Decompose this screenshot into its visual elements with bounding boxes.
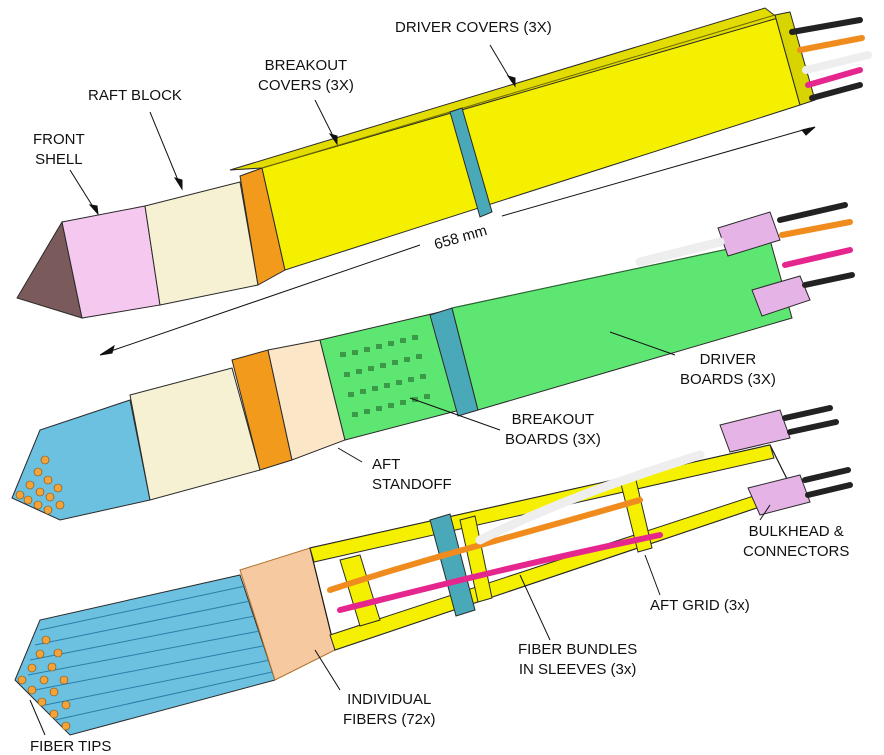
bottom-cables	[782, 405, 853, 498]
leader-raft-block	[149, 111, 181, 186]
label-aft-grid: AFT GRID (3x)	[650, 597, 750, 614]
driver-board-edge	[451, 239, 771, 309]
leader-aft-grid	[644, 554, 661, 596]
leader-breakout-boards	[409, 397, 501, 431]
middle-assembly	[11, 202, 855, 521]
label-fiber-bundles: FIBER BUNDLES IN SLEEVES (3x)	[518, 641, 638, 678]
cover-ridge	[261, 14, 776, 169]
frame-rib-1	[339, 554, 381, 627]
bulkhead-connector-middle-lower	[751, 275, 811, 317]
fiber-sleeves	[327, 450, 705, 613]
fiber-bundle-middle	[11, 399, 151, 521]
middle-cables	[635, 202, 855, 288]
leader-driver-boards	[609, 331, 676, 356]
fiber-lines	[27, 584, 273, 721]
label-bulkhead-connectors: BULKHEAD & CONNECTORS	[743, 523, 850, 560]
leader-front-shell	[69, 169, 96, 211]
bulkhead-connector-middle-upper	[717, 211, 781, 257]
fiber-bundle-bottom	[14, 574, 276, 736]
leader-fiber-bundles	[519, 574, 551, 641]
raft-block	[144, 181, 259, 306]
bottom-assembly	[14, 405, 853, 736]
fiber-tips-middle	[15, 455, 65, 515]
leader-individual-fibers	[314, 649, 341, 691]
label-aft-standoff: AFT STANDOFF	[372, 456, 452, 493]
label-fiber-tips: FIBER TIPS	[30, 738, 112, 755]
leader-bulkhead	[759, 504, 771, 521]
clamp-ring-top	[449, 107, 493, 218]
dimension-line	[99, 126, 816, 356]
label-individual-fibers: INDIVIDUAL FIBERS (72x)	[343, 691, 436, 728]
top-cables	[789, 17, 872, 101]
label-breakout-boards: BREAKOUT BOARDS (3X)	[505, 411, 601, 448]
label-breakout-covers: BREAKOUT COVERS (3X)	[258, 57, 354, 94]
leader-aft-standoff	[337, 447, 363, 463]
label-driver-boards: DRIVER BOARDS (3X)	[680, 351, 776, 388]
bulkhead-connector-bottom-upper	[719, 409, 791, 453]
leader-lines	[29, 44, 771, 736]
label-raft-block: RAFT BLOCK	[88, 87, 182, 104]
leader-breakout-covers	[314, 99, 336, 141]
fiber-tips-bottom	[17, 635, 71, 731]
label-driver-covers: DRIVER COVERS (3X)	[395, 19, 552, 36]
bulkhead-connector-bottom-lower	[747, 474, 811, 516]
top-assembly	[16, 7, 872, 319]
leader-fiber-tips	[29, 699, 46, 736]
label-front-shell: FRONT SHELL	[33, 131, 85, 168]
